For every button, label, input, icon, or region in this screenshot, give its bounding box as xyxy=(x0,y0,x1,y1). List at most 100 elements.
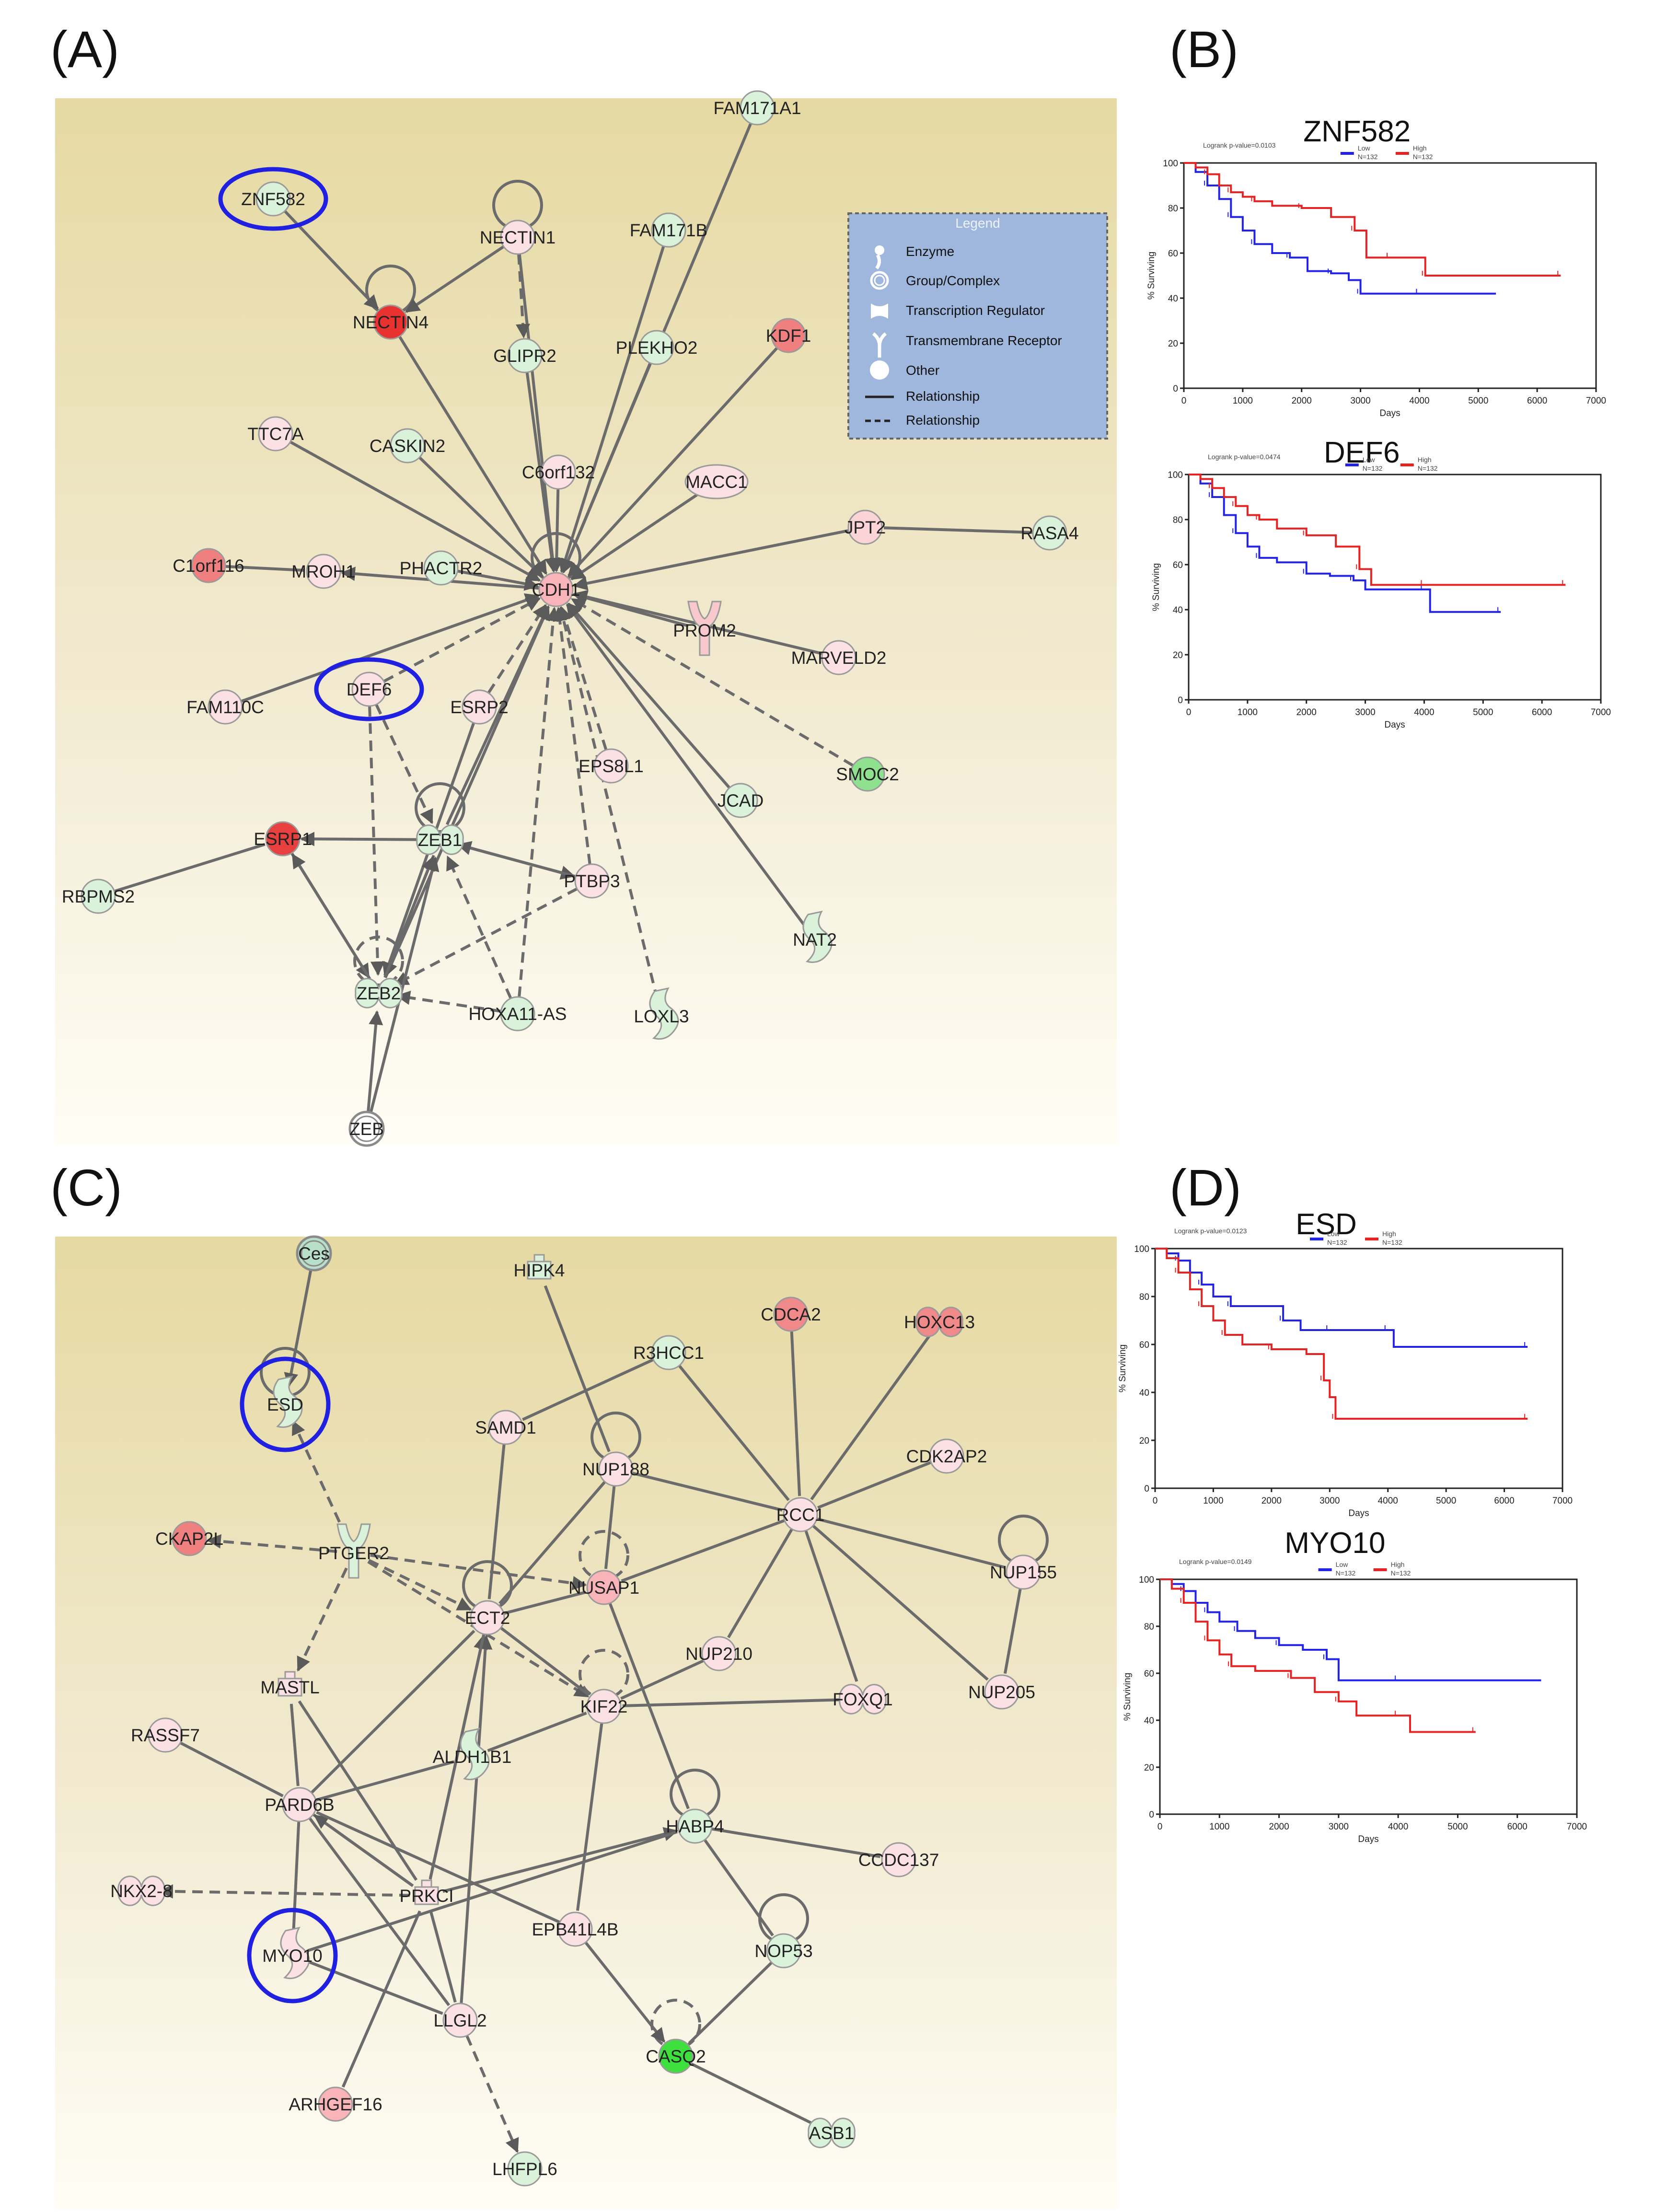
km-curve-high xyxy=(1160,1578,1476,1733)
node-mastl[interactable]: MASTL xyxy=(260,1671,320,1697)
edge-nusap1-habp4 xyxy=(608,1602,690,1809)
node-fam171b[interactable]: FAM171B xyxy=(630,212,707,248)
km-xtick: 5000 xyxy=(1468,396,1488,406)
node-caskin2[interactable]: CASKIN2 xyxy=(370,428,445,463)
node-ttc7a[interactable]: TTC7A xyxy=(247,416,304,452)
node-rcc1[interactable]: RCC1 xyxy=(776,1497,825,1532)
node-myo10[interactable]: MYO10 xyxy=(247,1908,338,2004)
legend-item-relationship-solid: Relationship xyxy=(906,389,980,404)
node-shape xyxy=(191,548,226,583)
node-habp4[interactable]: HABP4 xyxy=(666,1808,724,1844)
node-plekho2[interactable]: PLEKHO2 xyxy=(616,330,698,365)
node-llgl2[interactable]: LLGL2 xyxy=(433,2003,487,2038)
node-jpt2[interactable]: JPT2 xyxy=(845,510,886,545)
node-shape xyxy=(500,220,535,255)
node-ect2[interactable]: ECT2 xyxy=(465,1600,510,1635)
node-zeb[interactable]: ZEB xyxy=(348,1111,385,1147)
node-glipr2[interactable]: GLIPR2 xyxy=(493,338,556,373)
node-nat2[interactable]: NAT2 xyxy=(793,910,837,963)
node-casq2[interactable]: CASQ2 xyxy=(646,2038,706,2074)
node-hoxa11-as[interactable]: HOXA11-AS xyxy=(469,996,567,1031)
edge-ptbp3-cdh1 xyxy=(553,606,591,865)
node-esrp2[interactable]: ESRP2 xyxy=(450,689,509,725)
node-rasa4[interactable]: RASA4 xyxy=(1020,515,1079,551)
node-hipk4[interactable]: HIPK4 xyxy=(514,1254,565,1280)
node-nectin4[interactable]: NECTIN4 xyxy=(353,304,428,340)
node-loxl3[interactable]: LOXL3 xyxy=(634,987,689,1040)
node-nkx2-8[interactable]: NKX2-8 xyxy=(110,1876,173,1906)
node-lhfpl6[interactable]: LHFPL6 xyxy=(492,2151,557,2187)
edge-llgl2-ect2 xyxy=(460,1634,493,2004)
node-ptger2[interactable]: PTGER2 xyxy=(318,1523,389,1579)
node-eps8l1[interactable]: EPS8L1 xyxy=(579,748,644,784)
legend-item-group: Group/Complex xyxy=(906,273,1000,288)
node-kif22[interactable]: KIF22 xyxy=(580,1689,628,1724)
node-zeb2[interactable]: ZEB2 xyxy=(355,978,403,1008)
km-ytick: 0 xyxy=(1173,384,1178,394)
node-ccdc137[interactable]: CCDC137 xyxy=(858,1842,939,1877)
node-kdf1[interactable]: KDF1 xyxy=(766,318,811,353)
node-pard6b[interactable]: PARD6B xyxy=(265,1787,335,1822)
node-esd[interactable]: ESD xyxy=(240,1356,331,1452)
node-nup188[interactable]: NUP188 xyxy=(582,1451,649,1487)
node-phactr2[interactable]: PHACTR2 xyxy=(400,550,483,586)
node-label: PTBP3 xyxy=(564,871,620,891)
node-nup155[interactable]: NUP155 xyxy=(990,1554,1057,1590)
node-marveld2[interactable]: MARVELD2 xyxy=(791,640,887,675)
node-nop53[interactable]: NOP53 xyxy=(754,1933,813,1969)
km-curve-low xyxy=(1160,1578,1541,1681)
node-label: NKX2-8 xyxy=(110,1881,173,1901)
node-fam110c[interactable]: FAM110C xyxy=(186,689,264,725)
node-shape xyxy=(651,212,686,248)
node-nup205[interactable]: NUP205 xyxy=(968,1674,1035,1710)
node-asb1[interactable]: ASB1 xyxy=(808,2118,856,2148)
node-nectin1[interactable]: NECTIN1 xyxy=(480,220,556,255)
node-foxq1[interactable]: FOXQ1 xyxy=(833,1684,893,1714)
node-ptbp3[interactable]: PTBP3 xyxy=(564,863,620,899)
node-shape xyxy=(1032,515,1067,551)
edge-ptbp3-zeb1 xyxy=(456,841,577,878)
edge-rcc1-nup205 xyxy=(812,1524,989,1681)
node-cdca2[interactable]: CDCA2 xyxy=(761,1297,821,1332)
node-c6orf132[interactable]: C6orf132 xyxy=(522,454,595,490)
node-prkci[interactable]: PRKCI xyxy=(399,1879,454,1906)
node-epb41l4b[interactable]: EPB41L4B xyxy=(532,1911,619,1947)
km-title: DEF6 xyxy=(1324,436,1400,469)
node-zeb1[interactable]: ZEB1 xyxy=(416,824,464,855)
node-macc1[interactable]: MACC1 xyxy=(684,464,749,499)
node-label: ESD xyxy=(267,1395,303,1414)
node-rbpms2[interactable]: RBPMS2 xyxy=(62,879,135,914)
km-title: MYO10 xyxy=(1285,1527,1385,1560)
node-jcad[interactable]: JCAD xyxy=(718,783,764,818)
node-def6[interactable]: DEF6 xyxy=(314,657,424,721)
node-ckap2l[interactable]: CKAP2L xyxy=(155,1521,223,1556)
node-r3hcc1[interactable]: R3HCC1 xyxy=(633,1335,704,1370)
km-xtick: 3000 xyxy=(1350,396,1370,406)
node-fam171a1[interactable]: FAM171A1 xyxy=(713,90,801,126)
node-ces[interactable]: Ces xyxy=(296,1235,332,1272)
node-label: SAMD1 xyxy=(475,1418,536,1437)
node-samd1[interactable]: SAMD1 xyxy=(475,1410,536,1445)
node-aldh1b1[interactable]: ALDH1B1 xyxy=(433,1727,512,1780)
node-label: NUP155 xyxy=(990,1563,1057,1582)
node-cdh1[interactable]: CDH1 xyxy=(532,572,580,607)
node-prom2[interactable]: PROM2 xyxy=(673,601,736,656)
node-arhgef16[interactable]: ARHGEF16 xyxy=(289,2086,382,2122)
node-shape xyxy=(821,640,856,675)
node-mroh1[interactable]: MROH1 xyxy=(291,554,356,589)
km-xtick: 5000 xyxy=(1436,1496,1456,1506)
node-hoxc13[interactable]: HOXC13 xyxy=(904,1307,975,1337)
node-cdk2ap2[interactable]: CDK2AP2 xyxy=(906,1438,987,1474)
node-c1orf116[interactable]: C1orf116 xyxy=(173,548,244,583)
node-rassf7[interactable]: RASSF7 xyxy=(131,1717,200,1753)
node-znf582[interactable]: ZNF582 xyxy=(218,167,328,231)
node-nup210[interactable]: NUP210 xyxy=(685,1636,752,1671)
node-shape xyxy=(677,1808,713,1844)
node-smoc2[interactable]: SMOC2 xyxy=(836,756,899,792)
node-esrp1[interactable]: ESRP1 xyxy=(254,821,312,857)
node-shape xyxy=(574,863,610,899)
node-nusap1[interactable]: NUSAP1 xyxy=(568,1570,639,1605)
node-label: PHACTR2 xyxy=(400,558,483,578)
